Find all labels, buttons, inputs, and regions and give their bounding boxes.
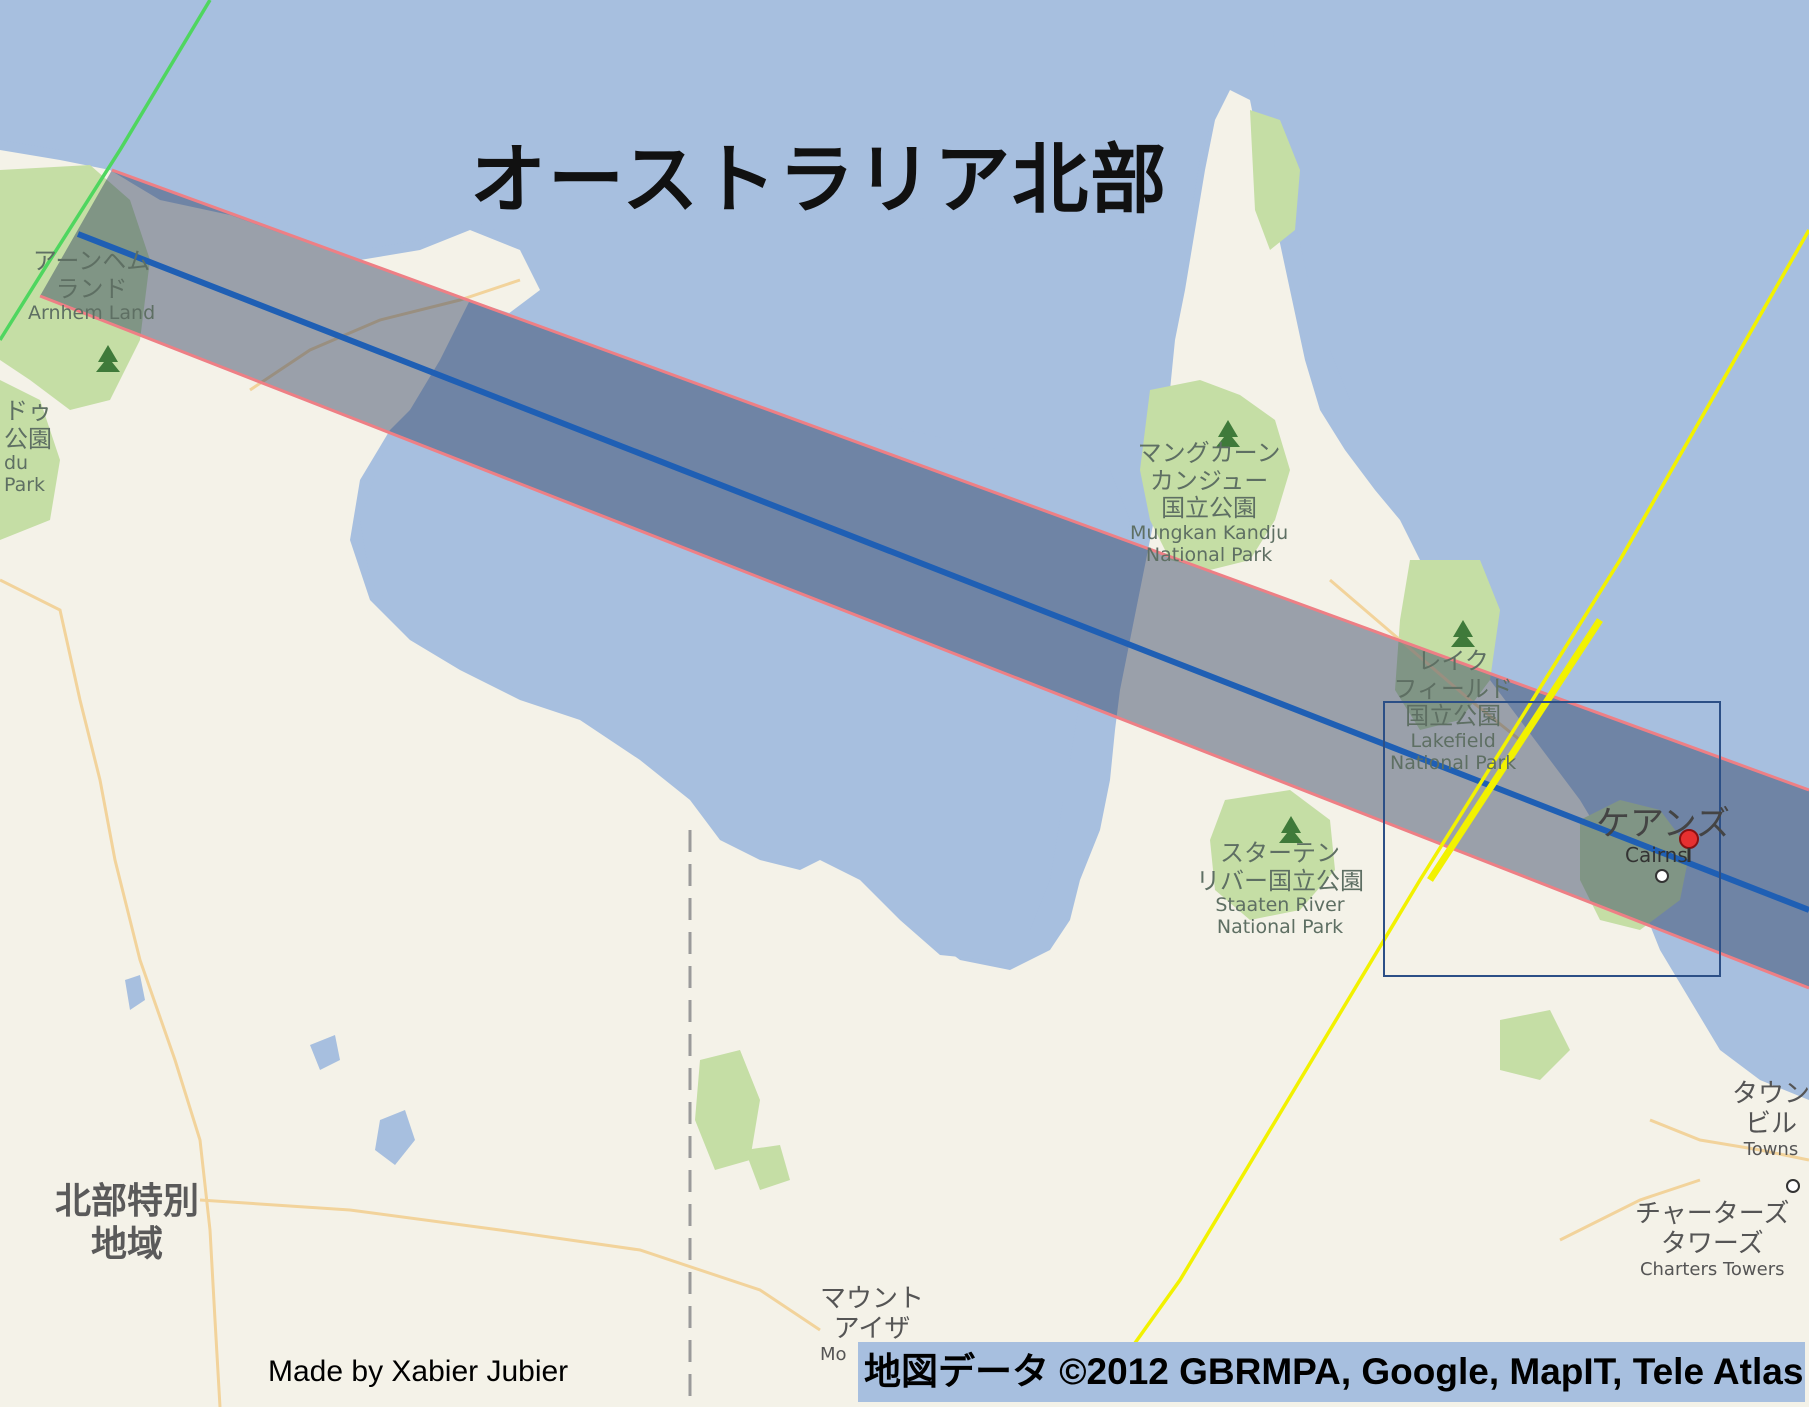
label-kakadu: ドゥ 公園 du Park: [4, 397, 52, 497]
label-staaten-jp: スターテン リバー国立公園: [1196, 839, 1364, 895]
arafura-sea: [0, 0, 1809, 250]
location-marker-icon[interactable]: [1679, 829, 1699, 862]
yellow-line-highlight: [1427, 618, 1603, 882]
label-charters-jp: チャーターズ タワーズ: [1635, 1199, 1790, 1259]
green-line: [0, 0, 212, 341]
tree-icon: [1216, 420, 1240, 447]
map-title: オーストラリア北部: [470, 135, 1169, 224]
roads: [0, 278, 1809, 1407]
label-lakefield-en: Lakefield National Park: [1390, 729, 1517, 774]
label-charters-towers: チャーターズ タワーズ Charters Towers: [1635, 1199, 1790, 1280]
gulf-of-carpentaria: [360, 300, 1130, 960]
eclipse-band-south-limit: [39, 294, 1809, 990]
label-arnhem-en: Arnhem Land: [28, 302, 156, 325]
label-staaten-en: Staaten River National Park: [1215, 894, 1345, 939]
city-dot-cairns: [1655, 869, 1669, 883]
credit-text: Made by Xabier Jubier: [268, 1355, 569, 1388]
tree-icon: [1451, 620, 1475, 647]
label-cairns-en: Cairns: [1625, 843, 1688, 867]
inland-water: [125, 975, 415, 1165]
label-kakadu-en: du Park: [4, 452, 46, 497]
label-mount-isa-en: Mo: [820, 1343, 847, 1365]
label-mungkan-jp: マングカーン カンジュー 国立公園: [1137, 439, 1281, 523]
eclipse-band-north-limit: [111, 168, 1809, 792]
label-arnhem-land: アーンヘム ランド Arnhem Land: [28, 247, 156, 325]
label-mungkan-kandju: マングカーン カンジュー 国立公園 Mungkan Kandju Nationa…: [1130, 439, 1289, 566]
tree-icon: [1279, 816, 1303, 843]
label-charters-en: Charters Towers: [1639, 1258, 1785, 1280]
label-townsville-en: Towns: [1743, 1138, 1799, 1160]
label-townsville-jp: タウン ビル: [1732, 1079, 1809, 1139]
map-attribution: 地図データ ©2012 GBRMPA, Google, MapIT, Tele …: [858, 1342, 1805, 1402]
label-arnhem-jp: アーンヘム ランド: [32, 247, 151, 303]
coral-sea: [1270, 0, 1809, 1080]
label-lakefield-jp: レイク フィールド 国立公園: [1393, 647, 1513, 731]
city-dot-townsville: [1786, 1179, 1800, 1193]
yellow-line: [1128, 229, 1809, 1352]
label-townsville: タウン ビル Towns: [1732, 1079, 1809, 1160]
label-northern-territory: 北部特別 地域: [55, 1181, 200, 1266]
eclipse-central-line: [76, 231, 1809, 913]
label-staaten-river: スターテン リバー国立公園 Staaten River National Par…: [1196, 839, 1364, 939]
label-cairns-jp: ケアンズ: [1596, 804, 1730, 844]
label-mount-isa: マウント アイザ Mo: [820, 1284, 925, 1365]
focus-rectangle[interactable]: [1383, 701, 1721, 977]
label-mount-isa-jp: マウント アイザ: [820, 1284, 925, 1344]
land-mass: [0, 90, 1809, 1407]
eclipse-shadow-band: [40, 170, 1809, 988]
park-areas: [0, 110, 1690, 1190]
label-lakefield: レイク フィールド 国立公園 Lakefield National Park: [1390, 647, 1517, 774]
label-mungkan-en: Mungkan Kandju National Park: [1130, 521, 1289, 566]
label-kakadu-jp: ドゥ 公園: [4, 397, 52, 453]
tree-icon: [96, 345, 120, 372]
